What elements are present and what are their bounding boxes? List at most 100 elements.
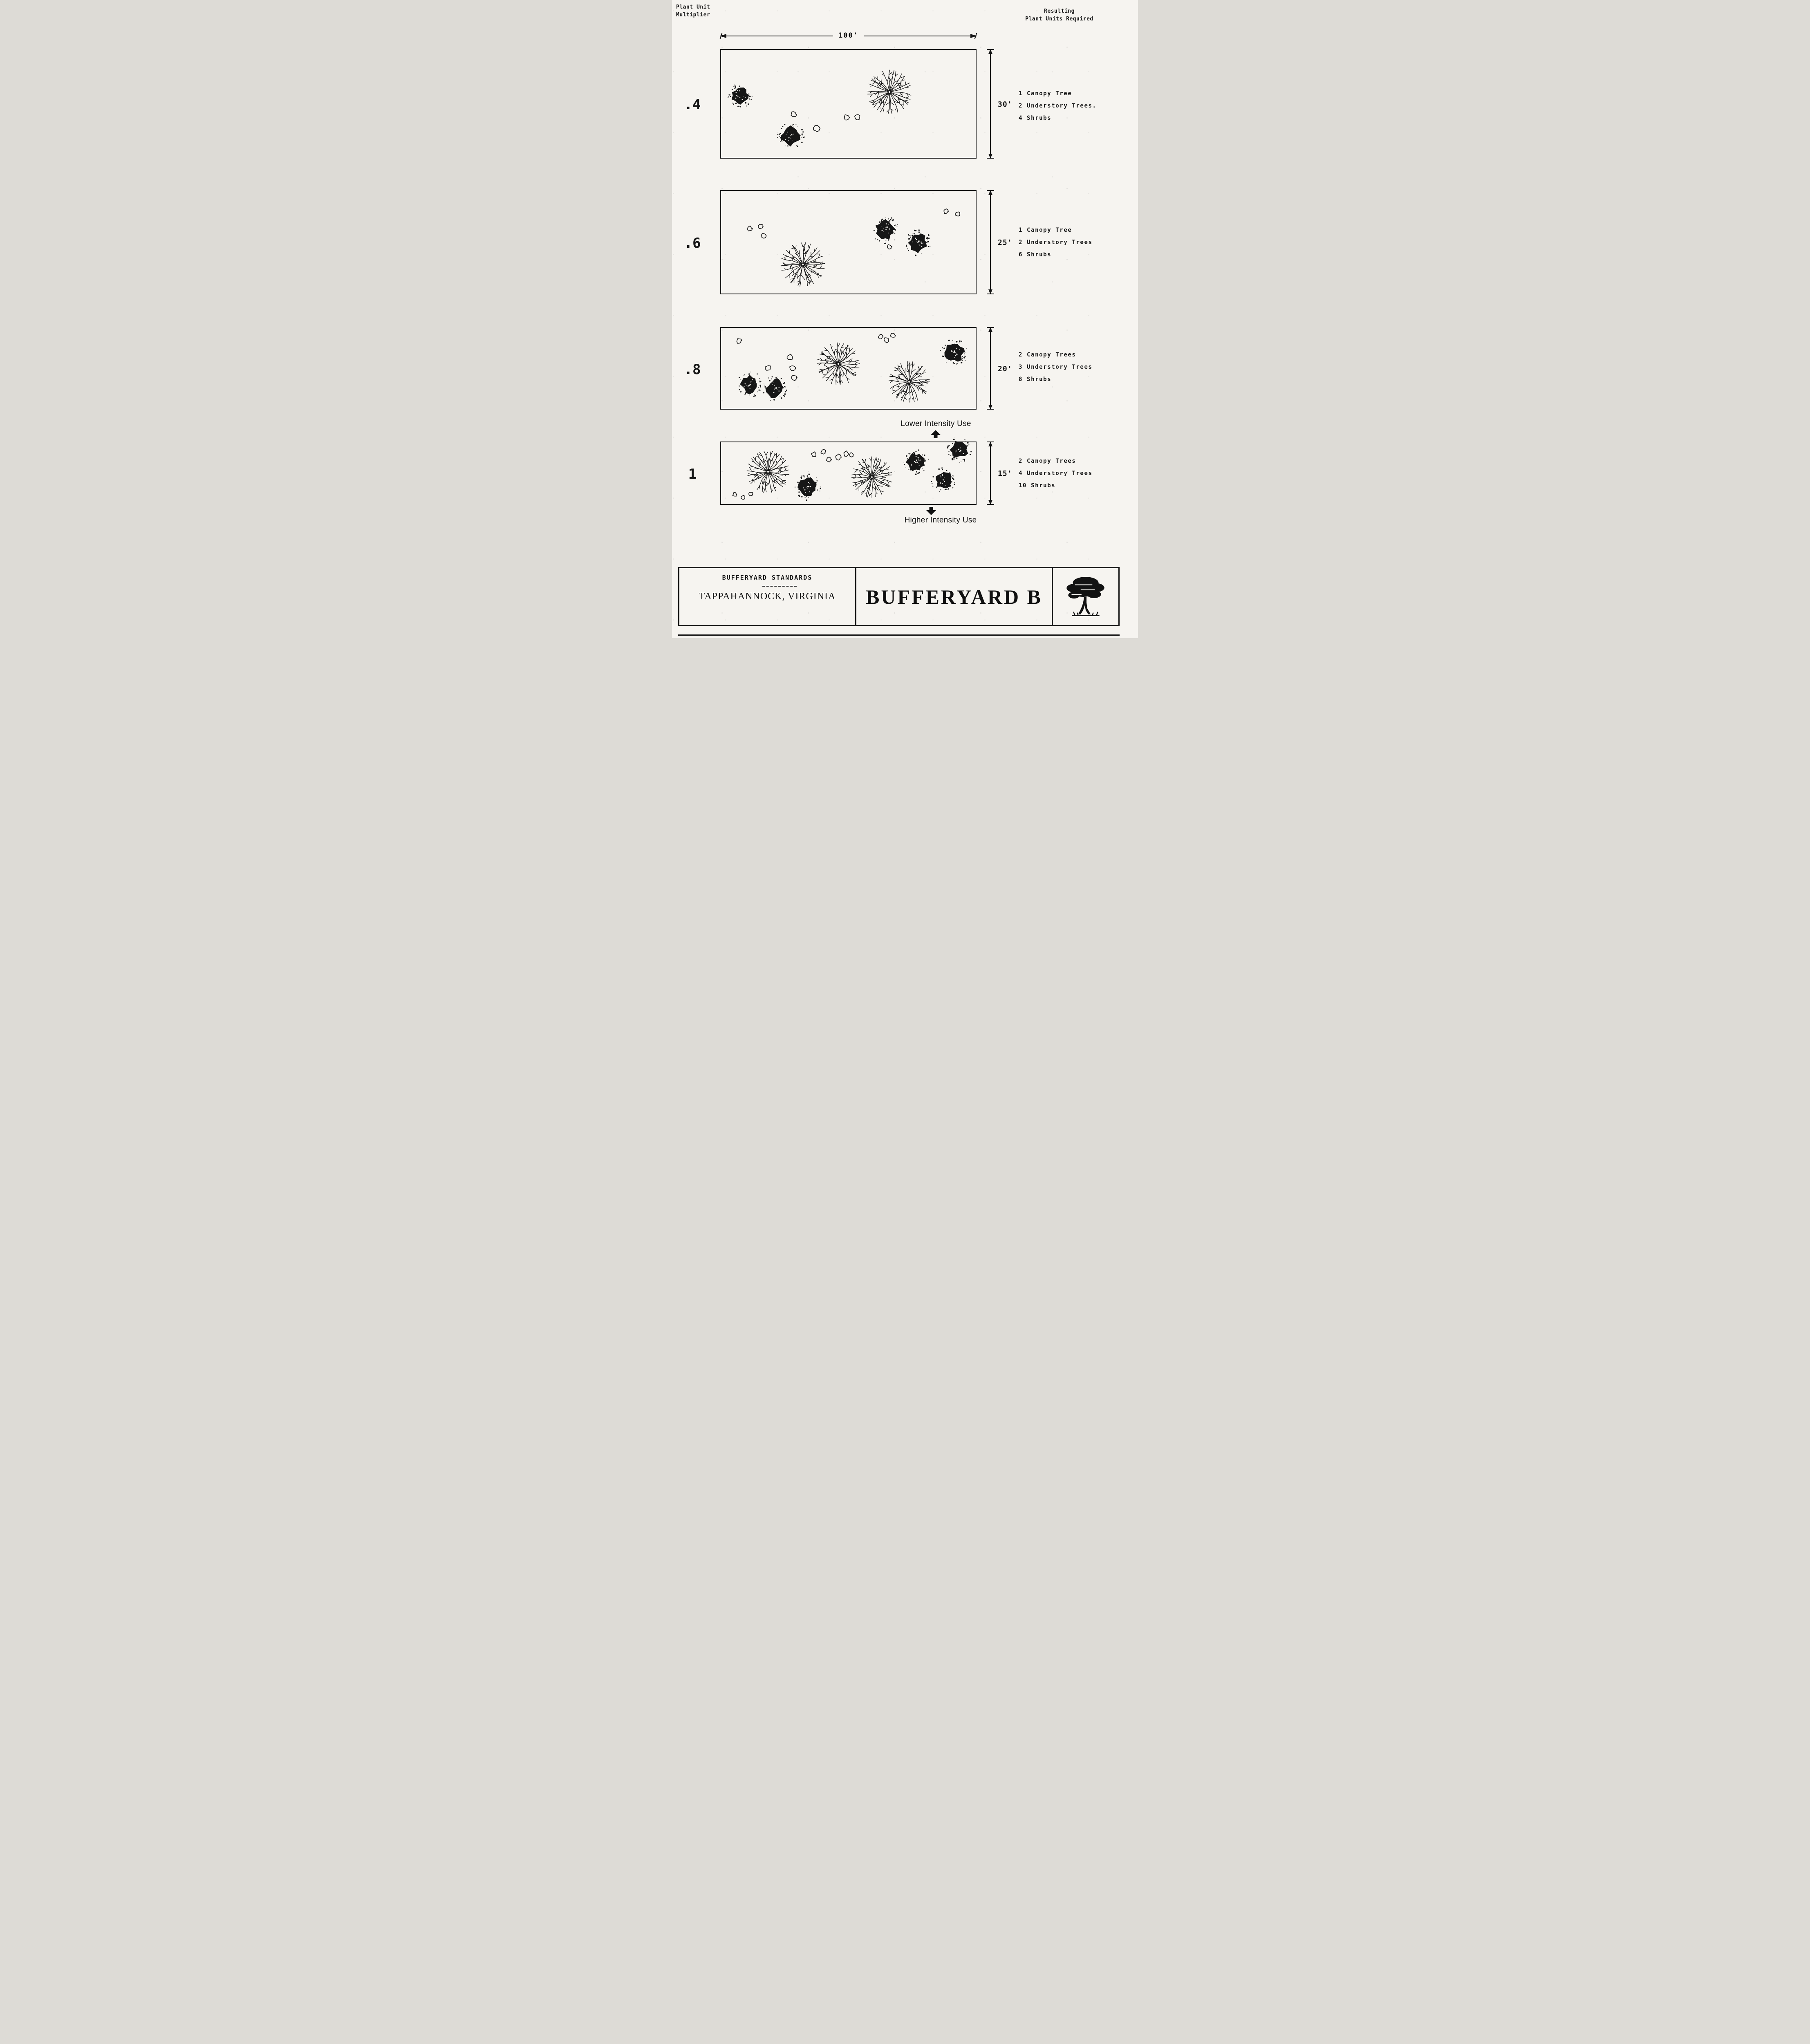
arrow-left-icon <box>720 34 726 38</box>
resulting-label-line1: Resulting <box>1044 8 1075 14</box>
resulting-label-line2: Plant Units Required <box>1025 16 1093 22</box>
dimension-line <box>990 327 991 410</box>
canopy-tree-icon <box>864 66 915 118</box>
canopy-tree-icon <box>777 239 829 290</box>
canopy-tree-icon <box>885 358 933 406</box>
depth-dimension-row4 <box>987 442 994 505</box>
shrub-icon <box>818 447 829 457</box>
understory-tree-icon <box>762 375 789 402</box>
understory-tree-icon <box>940 338 968 367</box>
shrub-icon <box>789 372 800 383</box>
shrub-icon <box>841 448 851 459</box>
shrub-icon <box>884 242 895 252</box>
understory-tree-icon <box>776 121 805 150</box>
standards-label: BUFFERYARD STANDARDS <box>722 574 813 581</box>
canopy-tree-icon <box>743 447 793 497</box>
shrub-icon <box>787 362 798 374</box>
bottom-rule <box>678 634 1120 636</box>
shrub-icon <box>852 112 863 123</box>
bufferyard-plan-row4 <box>720 437 977 505</box>
understory-tree-icon <box>794 473 822 501</box>
shrub-icon <box>952 209 963 220</box>
shrub-icon <box>755 221 766 232</box>
shrub-icon <box>847 450 856 460</box>
dimension-line <box>990 49 991 159</box>
requirement-line: 10 Shrubs <box>1019 482 1056 489</box>
shrub-icon <box>738 493 748 502</box>
tree-logo-icon <box>1066 576 1104 616</box>
requirement-line: 1 Canopy Tree <box>1019 227 1072 233</box>
understory-tree-icon <box>945 436 972 463</box>
requirements-row3: 2 Canopy Trees 3 Understory Trees 8 Shru… <box>1019 349 1093 385</box>
depth-dimension-row2 <box>987 190 994 294</box>
bufferyard-plan-row3 <box>720 327 977 410</box>
depth-dimension-row3 <box>987 327 994 410</box>
resulting-plant-units-label: Resulting Plant Units Required <box>1013 7 1105 23</box>
shrub-icon <box>734 336 744 346</box>
arrow-up-icon <box>988 49 992 54</box>
arrow-down-icon <box>988 500 992 505</box>
arrow-down-icon <box>988 289 992 294</box>
plant-unit-label-line1: Plant Unit <box>676 4 710 10</box>
higher-intensity-label: Higher Intensity Use <box>904 516 977 524</box>
canopy-tree-icon <box>848 453 896 501</box>
understory-tree-icon <box>903 448 930 475</box>
shrub-icon <box>758 231 769 241</box>
requirement-line: 3 Understory Trees <box>1019 364 1093 370</box>
requirement-line: 2 Canopy Trees <box>1019 352 1076 358</box>
arrow-up-icon <box>988 190 992 195</box>
dimension-line <box>990 442 991 505</box>
arrow-up-icon <box>931 430 941 438</box>
requirement-line: 4 Shrubs <box>1019 115 1052 121</box>
arrow-down-icon <box>988 154 992 159</box>
depth-label-row3: 20' <box>998 365 1013 373</box>
multiplier-label-row4: 1 <box>688 466 697 482</box>
arrow-down-icon <box>988 405 992 410</box>
bufferyard-plan-row1 <box>720 49 977 159</box>
location-label: TAPPAHANNOCK, VIRGINIA <box>699 591 836 602</box>
multiplier-label-row1: .4 <box>684 96 701 113</box>
understory-tree-icon <box>736 371 763 398</box>
shrub-icon <box>730 490 740 500</box>
arrow-up-icon <box>988 327 992 332</box>
arrow-up-icon <box>988 442 992 446</box>
title-block-left-cell: BUFFERYARD STANDARDS TAPPAHANNOCK, VIRGI… <box>679 568 855 625</box>
sheet-title: BUFFERYARD B <box>866 585 1042 608</box>
canopy-tree-icon <box>813 339 863 389</box>
shrub-icon <box>841 112 852 123</box>
width-dimension-label: 100' <box>833 31 864 40</box>
requirements-row1: 1 Canopy Tree 2 Understory Trees. 4 Shru… <box>1019 87 1097 124</box>
arrow-down-icon <box>926 507 936 515</box>
divider-dashes <box>762 586 797 587</box>
shrub-icon <box>941 206 951 217</box>
multiplier-label-row2: .6 <box>684 235 701 251</box>
plant-unit-label-line2: Multiplier <box>676 12 710 18</box>
requirements-row4: 2 Canopy Trees 4 Understory Trees 10 Shr… <box>1019 455 1093 492</box>
lower-intensity-label: Lower Intensity Use <box>901 419 971 428</box>
dimension-line <box>990 190 991 294</box>
shrub-icon <box>762 362 774 374</box>
bufferyard-plan-row2 <box>720 190 977 294</box>
requirement-line: 8 Shrubs <box>1019 376 1052 383</box>
requirement-line: 6 Shrubs <box>1019 251 1052 258</box>
title-block-logo-cell <box>1052 568 1118 625</box>
shrub-icon <box>881 335 892 345</box>
requirement-line: 2 Understory Trees <box>1019 239 1093 246</box>
understory-tree-icon <box>930 467 957 493</box>
understory-tree-icon <box>871 215 900 244</box>
requirement-line: 2 Canopy Trees <box>1019 458 1076 464</box>
shrub-icon <box>887 330 898 341</box>
understory-tree-icon <box>904 229 932 257</box>
shrub-icon <box>875 332 886 342</box>
requirement-line: 2 Understory Trees. <box>1019 103 1097 109</box>
depth-dimension-row1 <box>987 49 994 159</box>
shrub-icon <box>809 449 819 460</box>
bufferyard-b-sheet: Plant Unit Multiplier Resulting Plant Un… <box>672 0 1138 638</box>
shrub-icon <box>811 123 823 135</box>
multiplier-label-row3: .8 <box>684 361 701 378</box>
depth-label-row4: 15' <box>998 469 1013 478</box>
shrub-icon <box>788 109 799 120</box>
plant-unit-multiplier-label: Plant Unit Multiplier <box>676 3 710 19</box>
shrub-icon <box>746 489 755 499</box>
understory-tree-icon <box>727 83 753 109</box>
